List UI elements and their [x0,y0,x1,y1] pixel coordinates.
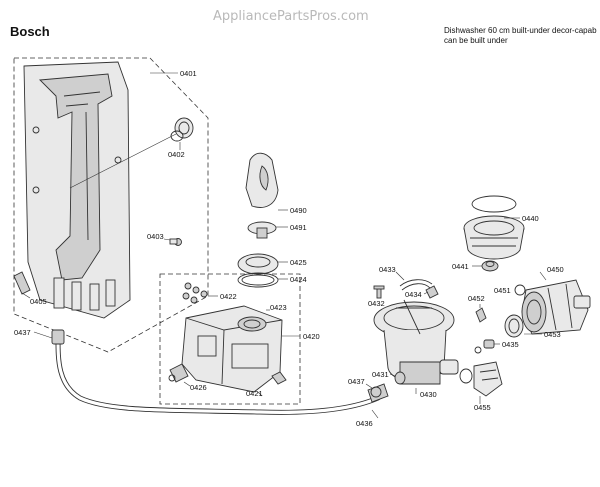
label-0426: 0426 [190,383,207,392]
side-panel-0401[interactable] [23,61,131,319]
plug-0426[interactable] [168,363,189,383]
sump-housing-0420[interactable] [181,305,283,393]
label-0437-right: 0437 [348,377,365,386]
label-0431: 0431 [372,370,389,379]
circulation-pump-0450[interactable] [521,279,591,335]
label-0440: 0440 [522,214,539,223]
seal-0452[interactable] [475,307,487,323]
label-0401: 0401 [180,69,197,78]
label-0452: 0452 [468,294,485,303]
label-0421: 0421 [246,389,263,398]
label-0425: 0425 [290,258,307,267]
label-0403: 0403 [147,232,164,241]
brand-name: Bosch [10,24,50,39]
model-description-line2: can be built under [444,36,508,45]
bushing-0441[interactable] [481,260,499,272]
pump-sump-0430[interactable] [373,299,459,385]
screw-set-0422[interactable] [182,282,208,304]
clip-0421[interactable] [271,371,287,385]
side-panel-assembly-boundary [13,57,209,353]
screw-0432[interactable] [373,285,385,299]
watermark: AppliancePartsPros.com [213,9,369,24]
gasket-0424[interactable] [237,272,279,288]
connector-0433[interactable] [399,279,433,291]
label-0430: 0430 [420,390,437,399]
label-0451: 0451 [494,286,511,295]
clip-0405[interactable] [13,271,31,295]
sleeve-0453[interactable] [504,314,524,338]
label-0434: 0434 [405,290,422,299]
label-0433: 0433 [379,265,396,274]
screw-0403[interactable] [169,238,182,246]
seal-ring-0402[interactable] [170,117,194,142]
valve-0435[interactable] [474,339,495,354]
clamp-0437[interactable] [370,386,382,398]
label-0424: 0424 [290,275,307,284]
label-0437-left: 0437 [14,328,31,337]
bracket-0434[interactable] [425,285,439,299]
label-0450: 0450 [547,265,564,274]
label-0455: 0455 [474,403,491,412]
cap-0491[interactable] [247,221,277,239]
label-0432: 0432 [368,299,385,308]
hose-0436[interactable] [51,329,389,415]
label-0491: 0491 [290,223,307,232]
label-0405: 0405 [30,297,47,306]
heater-assembly-0440[interactable] [463,195,525,260]
label-0402: 0402 [168,150,185,159]
drain-pump-0455[interactable] [459,361,503,397]
label-0420: 0420 [303,332,320,341]
connector-0431[interactable] [394,371,406,385]
model-description-line1: Dishwasher 60 cm built-under decor-capab [444,26,597,35]
funnel-0490[interactable] [245,152,279,208]
label-0423: 0423 [270,303,287,312]
label-0453: 0453 [544,330,561,339]
label-0435: 0435 [502,340,519,349]
clamp-0451[interactable] [514,284,526,296]
float-disc-0425[interactable] [237,253,279,275]
label-0490: 0490 [290,206,307,215]
label-0436: 0436 [356,419,373,428]
label-0422: 0422 [220,292,237,301]
label-0441: 0441 [452,262,469,271]
